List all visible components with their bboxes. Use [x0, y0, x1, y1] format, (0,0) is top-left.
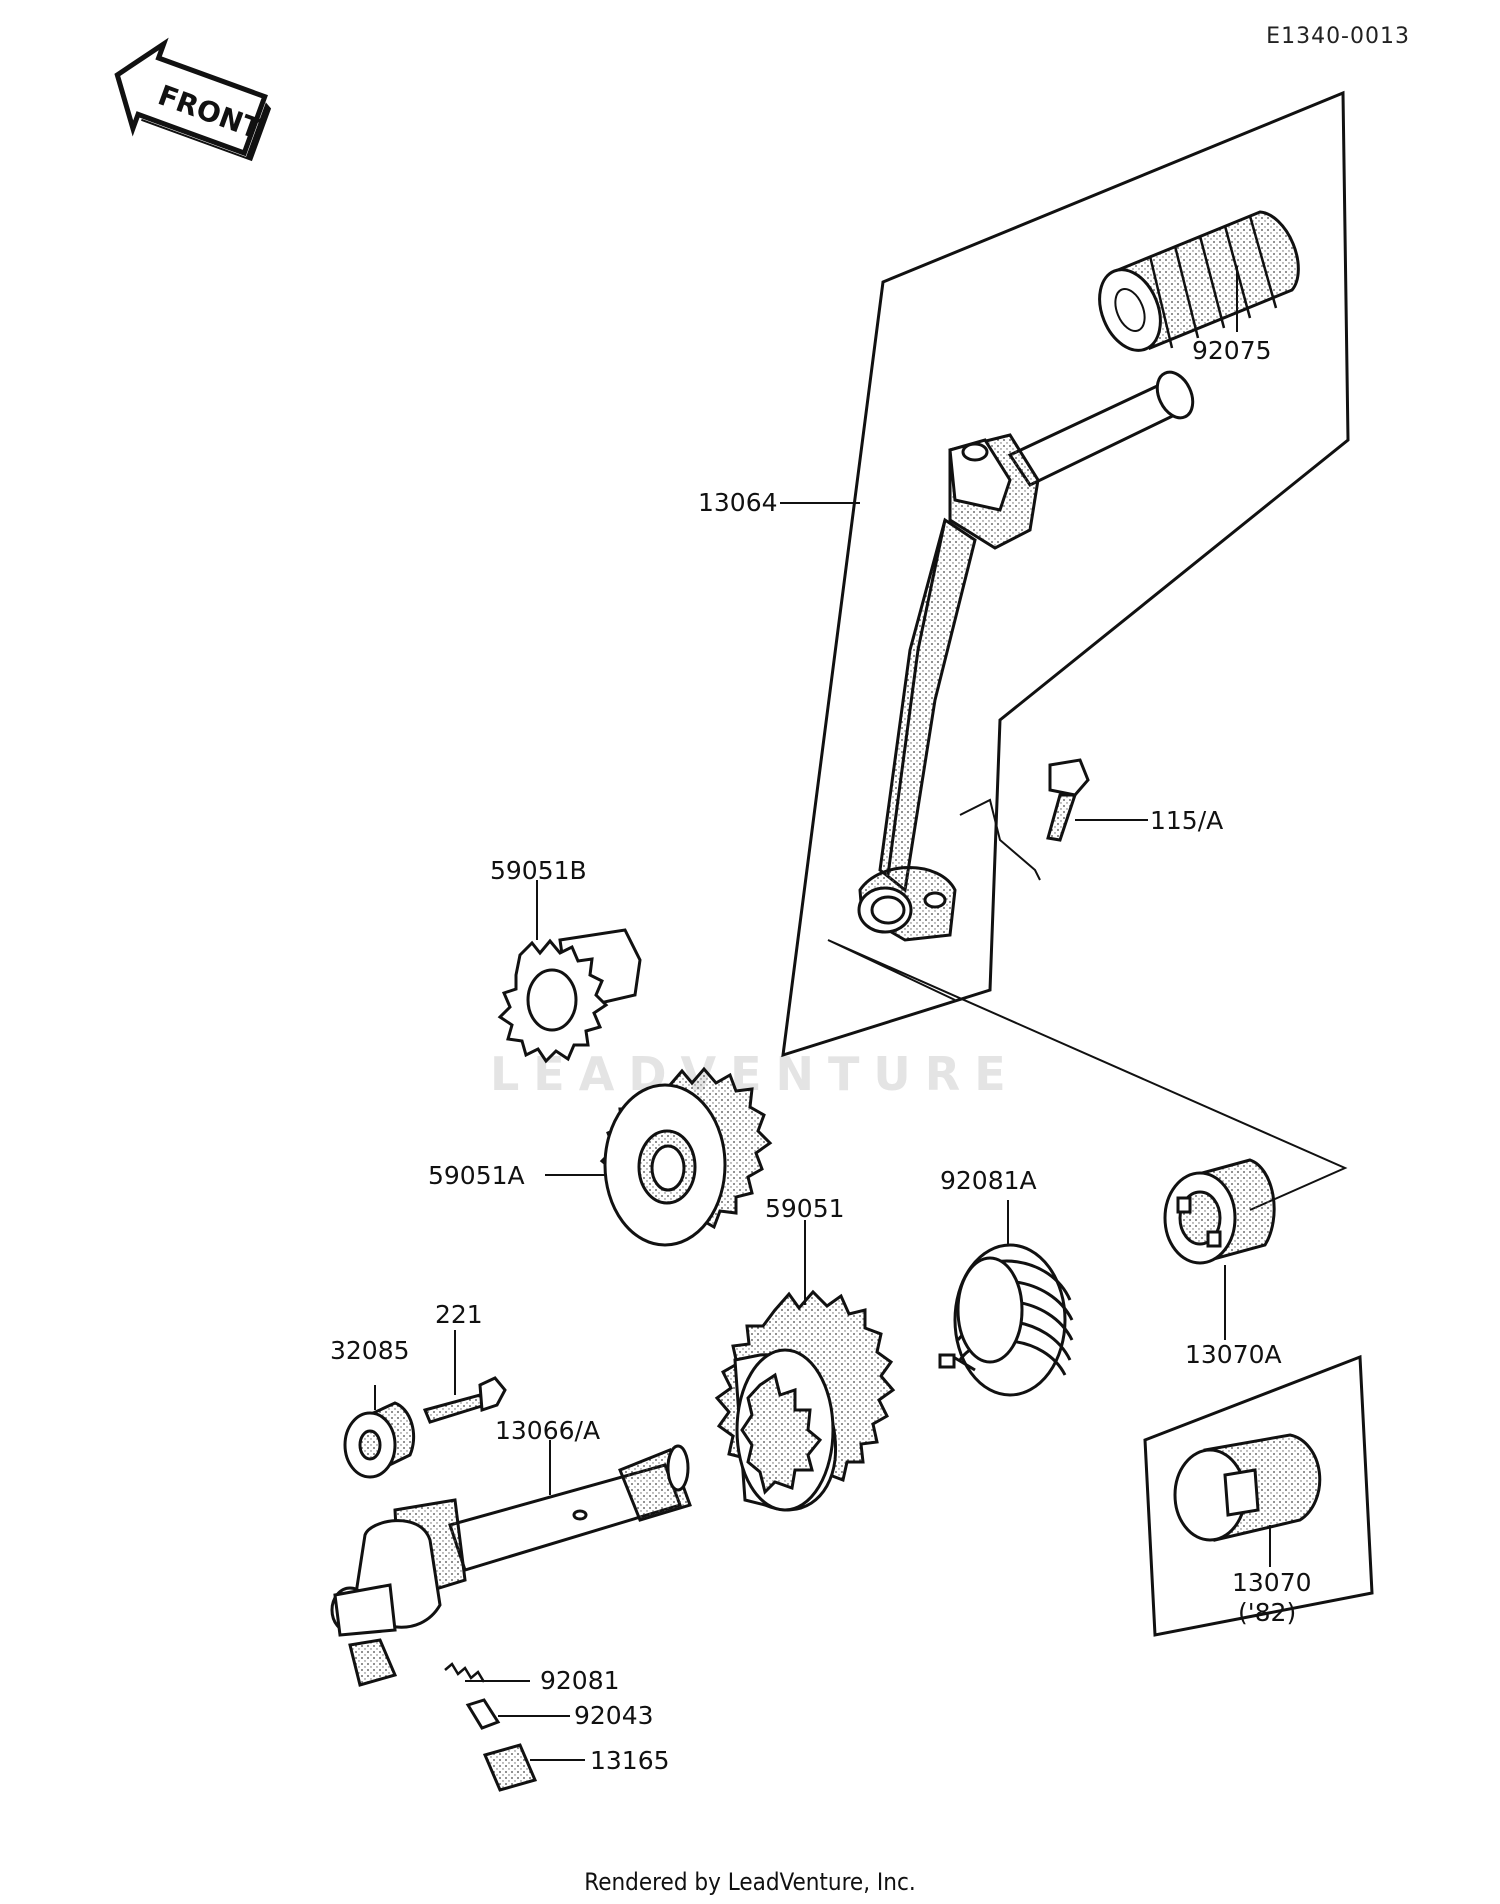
kick-shaft-13066a	[330, 1444, 692, 1687]
label-13070: 13070	[1232, 1568, 1312, 1597]
pin-92043	[465, 1698, 501, 1730]
bolt-115a	[1046, 758, 1090, 842]
label-92081: 92081	[540, 1666, 620, 1695]
label-13064: 13064	[698, 488, 778, 517]
spring-92081a	[938, 1243, 1074, 1397]
label-92043: 92043	[574, 1701, 654, 1730]
collar-13070	[1173, 1433, 1322, 1542]
label-92075: 92075	[1192, 336, 1272, 365]
kick-lever-13064	[857, 370, 1195, 942]
gear-59051a	[599, 1066, 773, 1247]
alt-part-box	[1143, 1354, 1374, 1637]
label-32085: 32085	[330, 1336, 410, 1365]
label-59051: 59051	[765, 1194, 845, 1223]
label-59051a: 59051A	[428, 1161, 525, 1190]
label-13066a: 13066/A	[495, 1416, 601, 1445]
label-221: 221	[435, 1300, 483, 1329]
label-59051b: 59051B	[490, 856, 587, 885]
label-92081a: 92081A	[940, 1166, 1037, 1195]
diagram-code: E1340-0013	[1266, 24, 1410, 49]
label-13070-note: ('82)	[1238, 1598, 1297, 1627]
label-115a: 115/A	[1150, 806, 1224, 835]
grip-92075	[1098, 210, 1300, 352]
collar-32085	[343, 1401, 416, 1479]
part-13165	[482, 1743, 538, 1792]
front-arrow-icon: FRONT	[114, 37, 272, 162]
collar-13070a	[1163, 1158, 1276, 1265]
gear-59051	[714, 1289, 896, 1512]
lever-group-outline	[781, 90, 1350, 1058]
gear-59051b	[497, 928, 642, 1064]
spring-92081	[444, 1662, 486, 1683]
footer-credit: Rendered by LeadVenture, Inc.	[584, 1868, 916, 1896]
bolt-221	[422, 1376, 507, 1424]
label-13070a: 13070A	[1185, 1340, 1282, 1369]
label-13165: 13165	[590, 1746, 670, 1775]
